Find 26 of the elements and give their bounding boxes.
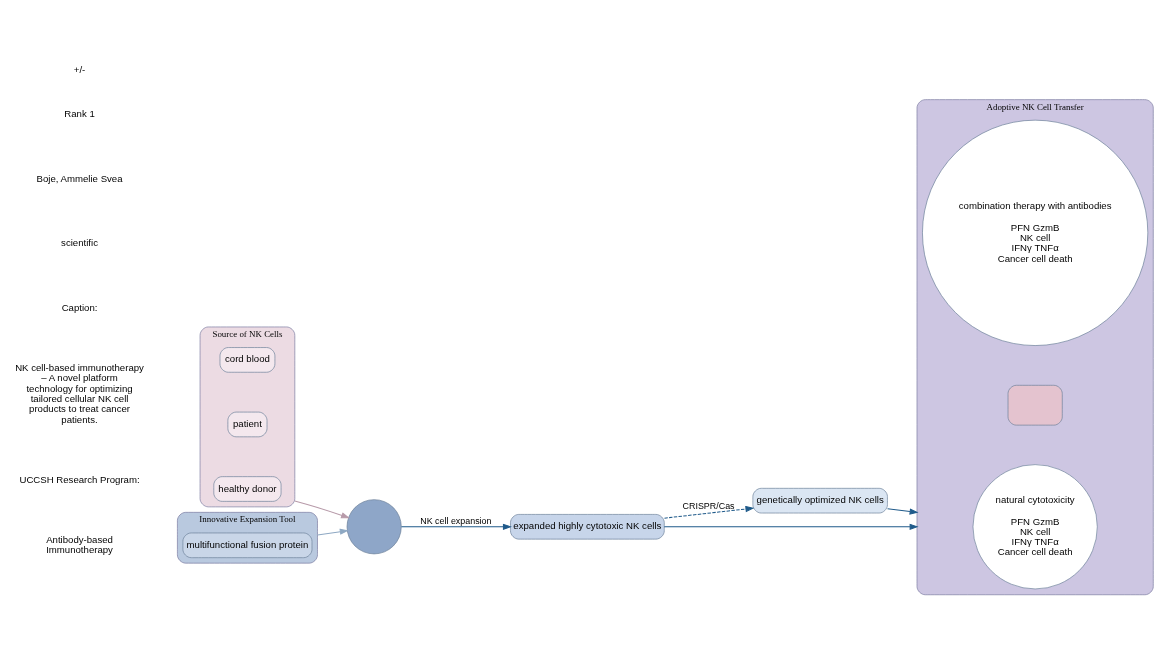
arrow (663, 505, 755, 519)
arrow (400, 523, 512, 530)
label: NK cell-based immunotherapy – A novel platform technology for optimizing tailored cellular NK cell products to treat cancer patients. (15, 361, 144, 425)
node-box: healthy donor (213, 475, 282, 502)
label: scientific (61, 236, 98, 248)
node-box: patient (227, 411, 268, 437)
node-box: genetically optimized NK cells (752, 487, 888, 513)
edge-label: NK cell expansion (420, 515, 492, 526)
node-circle: natural cytotoxicity PFN GzmB NK cell IFNγ TNFα Cancer cell death (972, 463, 1098, 589)
arrow (294, 500, 350, 518)
label: Antibody-based Immunotherapy (46, 533, 113, 555)
label: Rank 1 (64, 107, 95, 119)
node-circle: combination therapy with antibodies PFN GzmB NK cell IFNγ TNFα Cancer cell death (922, 119, 1149, 346)
label: +/- (73, 63, 86, 75)
node-box: expanded highly cytotoxic NK cells (510, 513, 665, 539)
label: UCCSH Research Program: (19, 473, 140, 485)
node-circle (346, 498, 402, 554)
node-box: cord blood (219, 346, 276, 373)
label: Caption: (61, 301, 98, 313)
node-box (1007, 384, 1063, 425)
edge-label: CRISPR/Cas (682, 500, 735, 511)
arrow (316, 528, 349, 536)
node-box: multifunctional fusion protein (182, 532, 313, 558)
arrow (663, 523, 919, 530)
arrow (887, 507, 919, 515)
label: Boje, Ammelie Svea (36, 172, 123, 184)
